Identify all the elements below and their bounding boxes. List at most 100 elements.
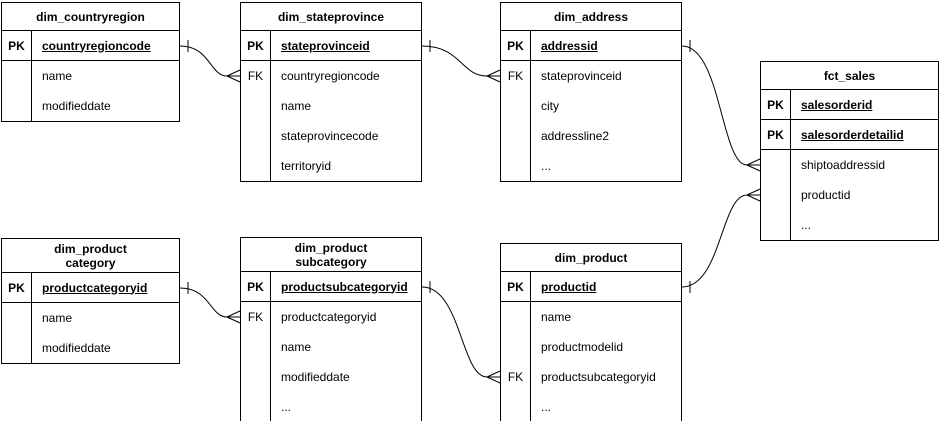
field-row[interactable]: city bbox=[501, 91, 681, 121]
field-name: productid bbox=[801, 188, 851, 202]
key-badge bbox=[761, 210, 791, 240]
field-name: addressline2 bbox=[541, 129, 610, 143]
key-badge bbox=[2, 333, 32, 363]
key-field-row[interactable]: PK salesorderid bbox=[761, 90, 938, 120]
field-row[interactable]: ... bbox=[501, 151, 681, 181]
field-row[interactable]: FK productsubcategoryid bbox=[501, 362, 681, 392]
key-badge bbox=[241, 332, 271, 362]
entity-title: dim_product bbox=[501, 244, 681, 272]
field-name: stateprovinceid bbox=[541, 69, 622, 83]
key-badge: PK bbox=[241, 31, 271, 60]
cardinality-many-marker bbox=[226, 69, 241, 83]
key-badge bbox=[2, 91, 32, 121]
entity-title: dim_stateprovince bbox=[241, 3, 421, 31]
key-badge bbox=[501, 151, 531, 181]
key-badge bbox=[241, 91, 271, 121]
key-badge bbox=[241, 121, 271, 151]
field-name: addressid bbox=[541, 38, 598, 53]
key-field-row[interactable]: PK addressid bbox=[501, 31, 681, 61]
relationship-dim-stateprovince-to-dim-address[interactable] bbox=[421, 40, 501, 83]
entity-title: dim_address bbox=[501, 3, 681, 31]
relationship-dim-productsubcategory-to-dim-product[interactable] bbox=[421, 281, 501, 384]
cardinality-many-marker bbox=[746, 158, 761, 172]
field-row[interactable]: ... bbox=[241, 392, 421, 421]
field-name: countryregioncode bbox=[42, 38, 151, 53]
field-name: productsubcategoryid bbox=[541, 370, 656, 384]
key-badge: PK bbox=[501, 31, 531, 60]
field-name: name bbox=[42, 69, 73, 83]
key-field-row[interactable]: PK countryregioncode bbox=[2, 31, 179, 61]
field-name: salesorderid bbox=[801, 97, 873, 112]
field-row[interactable]: FK stateprovinceid bbox=[501, 61, 681, 91]
field-row[interactable]: territoryid bbox=[241, 151, 421, 181]
field-row[interactable]: modifieddate bbox=[2, 333, 179, 363]
field-name: name bbox=[281, 340, 312, 354]
key-badge: PK bbox=[2, 273, 32, 302]
entity-title-line: dim_countryregion bbox=[36, 9, 145, 24]
key-badge bbox=[501, 302, 531, 332]
field-row[interactable]: modifieddate bbox=[241, 362, 421, 392]
field-row[interactable]: name bbox=[241, 91, 421, 121]
field-row[interactable]: productid bbox=[761, 180, 938, 210]
relationship-dim-productcategory-to-dim-productsubcategory[interactable] bbox=[179, 282, 241, 324]
field-name: shiptoaddressid bbox=[801, 158, 886, 172]
key-field-row[interactable]: PK stateprovinceid bbox=[241, 31, 421, 61]
field-row[interactable]: name bbox=[501, 302, 681, 332]
field-name: productmodelid bbox=[541, 340, 624, 354]
field-row[interactable]: addressline2 bbox=[501, 121, 681, 151]
field-name: ... bbox=[281, 400, 292, 414]
relationship-dim-product-to-fct-sales[interactable] bbox=[681, 188, 761, 293]
key-badge: PK bbox=[2, 31, 32, 60]
key-badge: FK bbox=[501, 362, 531, 392]
entity-title: dim_countryregion bbox=[2, 3, 179, 31]
key-badge bbox=[501, 332, 531, 362]
field-row[interactable]: modifieddate bbox=[2, 91, 179, 121]
cardinality-many-marker bbox=[226, 310, 241, 324]
field-name: stateprovincecode bbox=[281, 129, 379, 143]
field-row[interactable]: name bbox=[2, 303, 179, 333]
key-badge bbox=[2, 61, 32, 91]
field-row[interactable]: productmodelid bbox=[501, 332, 681, 362]
key-badge bbox=[761, 150, 791, 180]
key-badge: FK bbox=[501, 61, 531, 91]
key-badge bbox=[761, 180, 791, 210]
field-name: modifieddate bbox=[281, 370, 350, 384]
field-name: name bbox=[541, 310, 572, 324]
field-name: ... bbox=[541, 400, 552, 414]
entity-title-line: category bbox=[65, 255, 116, 270]
field-name: salesorderdetailid bbox=[801, 127, 904, 142]
field-row[interactable]: ... bbox=[501, 392, 681, 421]
field-name: productid bbox=[541, 279, 597, 294]
entity-title-line: dim_product bbox=[54, 241, 127, 256]
key-badge: PK bbox=[761, 90, 791, 119]
field-name: territoryid bbox=[281, 159, 332, 173]
field-name: countryregioncode bbox=[281, 69, 380, 83]
relationship-dim-address-to-fct-sales[interactable] bbox=[681, 40, 761, 172]
field-row[interactable]: shiptoaddressid bbox=[761, 150, 938, 180]
field-row[interactable]: ... bbox=[761, 210, 938, 240]
field-row[interactable]: stateprovincecode bbox=[241, 121, 421, 151]
entity-title-line: dim_product bbox=[554, 250, 628, 265]
entity-title-line: dim_address bbox=[553, 9, 629, 24]
key-badge bbox=[241, 362, 271, 392]
field-row[interactable]: name bbox=[2, 61, 179, 91]
relationship-dim-countryregion-to-dim-stateprovince[interactable] bbox=[179, 40, 241, 83]
field-row[interactable]: name bbox=[241, 332, 421, 362]
field-name: modifieddate bbox=[42, 99, 111, 113]
field-name: stateprovinceid bbox=[281, 38, 370, 53]
key-badge: PK bbox=[241, 272, 271, 301]
